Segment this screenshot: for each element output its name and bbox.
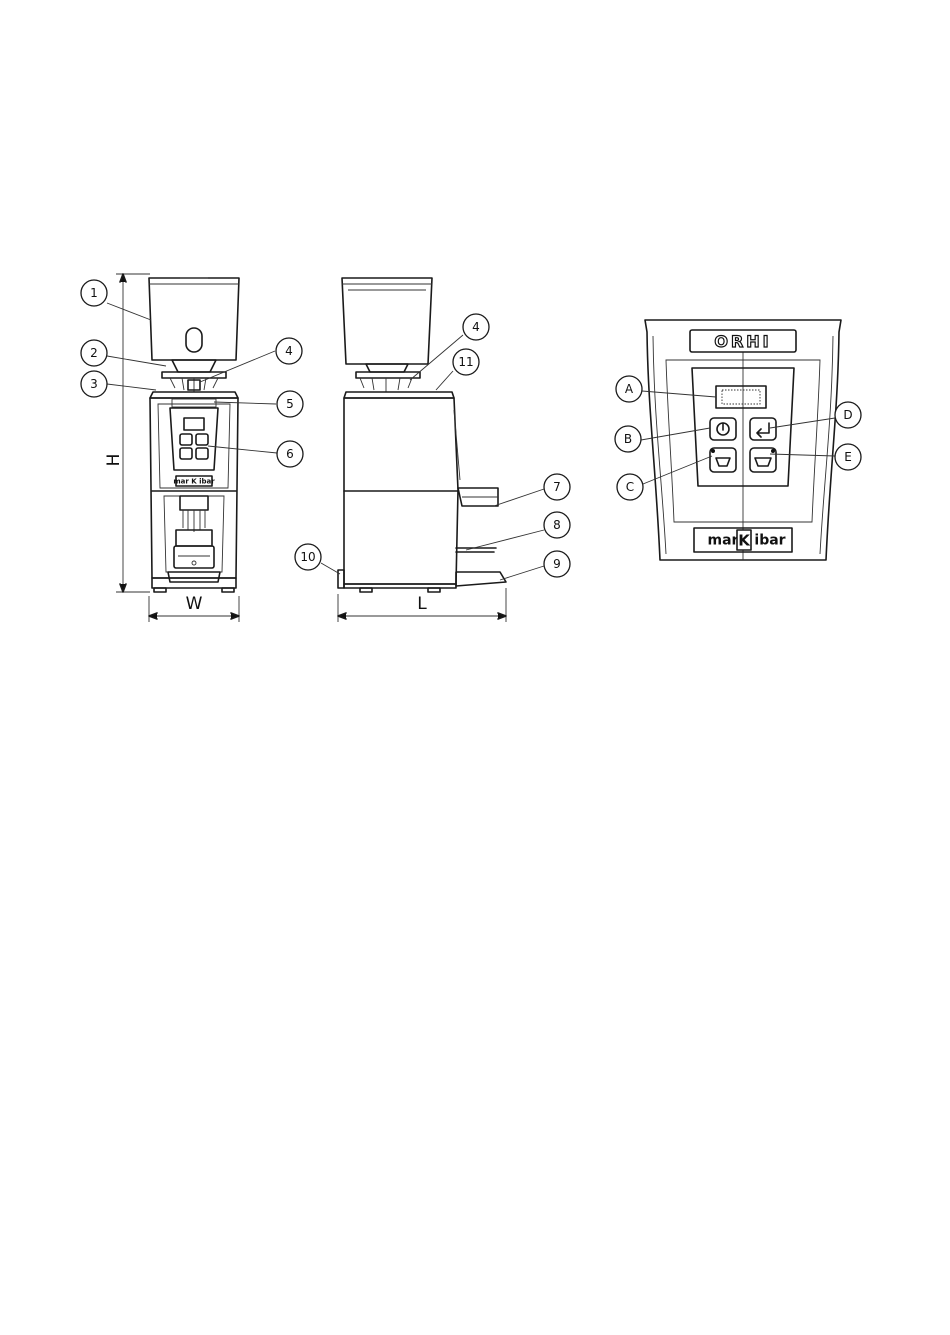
callout-7: 7: [553, 480, 561, 494]
hopper-window: [186, 328, 202, 352]
hopper: [149, 278, 239, 360]
callout-b: B: [624, 432, 632, 446]
callout-10: 10: [300, 550, 315, 564]
dim-label-h: H: [104, 454, 124, 467]
callout-a: A: [625, 382, 634, 396]
callout-5: 5: [286, 397, 294, 411]
callout-6: 6: [286, 447, 294, 461]
front-dimensions: H W: [104, 274, 239, 622]
brand-plate-right: ibar: [754, 533, 785, 549]
brand-plate-k: K: [738, 532, 751, 550]
panel-view: ORHI mar K ibar: [645, 320, 841, 560]
hopper-side: [342, 278, 432, 364]
side-callouts: 4 11 7 8 10 9: [295, 314, 570, 580]
callout-e: E: [844, 450, 852, 464]
callout-c: C: [626, 480, 634, 494]
callout-2: 2: [90, 346, 98, 360]
brand-label-front-text: mar K ibar: [173, 478, 215, 486]
callout-1: 1: [90, 286, 98, 300]
side-dimensions: L: [338, 588, 506, 622]
callout-9: 9: [553, 557, 561, 571]
callout-8: 8: [553, 518, 561, 532]
dim-label-l: L: [417, 594, 427, 614]
callout-4-side: 4: [472, 320, 480, 334]
callout-d: D: [843, 408, 852, 422]
front-view: mar K ibar: [149, 278, 239, 592]
drip-tray: [456, 572, 506, 586]
display: [716, 386, 766, 408]
model-name: ORHI: [714, 332, 771, 351]
panel-callouts: A B C D E: [615, 376, 861, 500]
callout-11: 11: [458, 355, 473, 369]
callout-4-front: 4: [285, 344, 293, 358]
brand-plate-left: mar: [708, 533, 739, 549]
dim-label-w: W: [186, 594, 203, 614]
callout-3: 3: [90, 377, 98, 391]
enter-button[interactable]: [750, 418, 776, 440]
